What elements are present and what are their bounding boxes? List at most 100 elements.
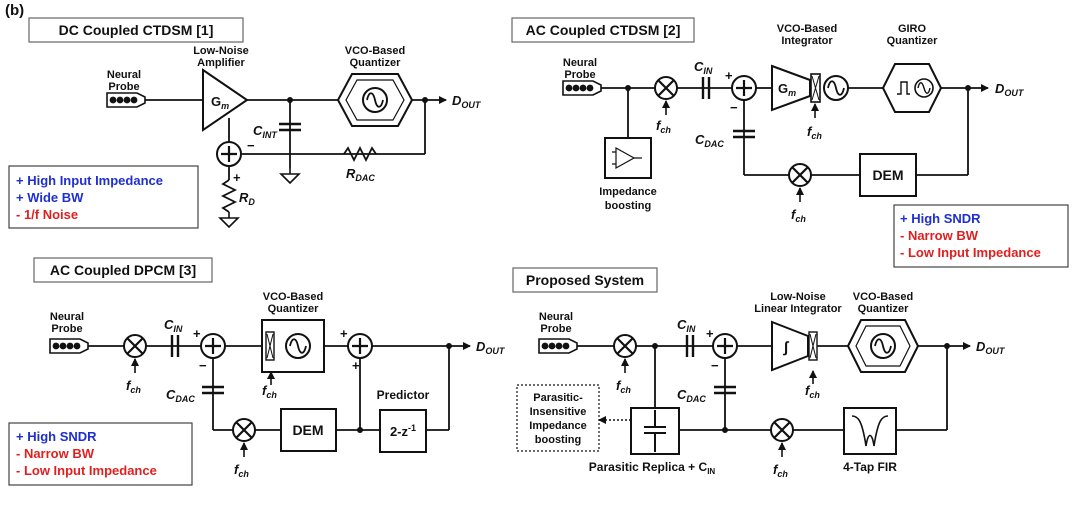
panel-1-props-box <box>8 165 199 229</box>
panel-3-sum2-plus-b: + <box>352 358 360 373</box>
panel-3-predictor-label: Predictor <box>377 388 430 402</box>
panel-2-giro-sine <box>917 82 931 94</box>
panel-4-vco-symbol <box>870 333 896 359</box>
panel-4-sum-minus: − <box>711 358 719 373</box>
panel-2-gm-amplifier <box>771 64 811 112</box>
panel-3-summer-1 <box>199 332 227 360</box>
panel-4-parasitic-line-4: boosting <box>535 434 581 446</box>
panel-4-fch-in: fch <box>616 378 631 395</box>
panel-2-sum-plus: + <box>725 68 733 83</box>
panel-4-integral-sign: ∫ <box>783 339 790 356</box>
panel-3-summer-2 <box>346 332 374 360</box>
panel-3-mixer-fb <box>231 417 257 443</box>
panel-1-prop-1: + High Input Impedance <box>16 173 163 188</box>
panel-4-integrator <box>771 320 809 372</box>
panel-4-fir: 4-Tap FIR <box>843 460 897 474</box>
panel-4-integ-label-1: Low-Noise <box>770 291 826 303</box>
panel-1-summer <box>215 140 243 168</box>
panel-1-probe-label-1: Neural <box>107 69 141 81</box>
panel-1-cint: CINT <box>253 123 278 140</box>
panel-4-title-box <box>512 267 658 293</box>
panel-2-prop-1: + High SNDR <box>900 211 981 226</box>
panel-3-mixer-in <box>122 333 148 359</box>
panel-2-probe-icon <box>562 80 602 96</box>
panel-4-replica-cap <box>644 410 666 452</box>
panel-3-prop-1: + High SNDR <box>16 429 97 444</box>
panel-3-probe-label-1: Neural <box>50 311 84 323</box>
panel-4-cin: CIN <box>677 317 696 334</box>
panel-4-mixer-in <box>612 333 638 359</box>
panel-2-integ-label-1: VCO-Based <box>777 23 838 35</box>
panel-4-parasitic-box <box>516 384 600 452</box>
panel-3-sum1-plus: + <box>193 326 201 341</box>
panel-ac-dpcm: AC Coupled DPCM [3] Neural Probe fch CIN… <box>8 257 506 486</box>
panel-1-prop-3: - 1/f Noise <box>16 207 78 222</box>
panel-1-sum-minus: − <box>247 138 255 153</box>
panel-3-dem: DEM <box>292 422 323 438</box>
panel-1-title: DC Coupled CTDSM [1] <box>59 22 214 38</box>
panel-3-fch-fb: fch <box>234 462 249 479</box>
panel-1-probe-label-2: Probe <box>108 81 139 93</box>
panel-1-amp-label-1: Low-Noise <box>193 45 249 57</box>
panel-4-fch-integ: fch <box>805 383 820 400</box>
panel-3-pred-expr: 2-z-1 <box>390 423 416 439</box>
panel-2-dout: DOUT <box>995 81 1025 98</box>
panel-4-quant-label-2: Quantizer <box>858 303 909 315</box>
panel-3-quant-vco <box>285 333 311 359</box>
panel-1-sum-plus: + <box>233 170 241 185</box>
panel-4-mixer-fb <box>769 417 795 443</box>
panel-1-rdac: RDAC <box>346 166 375 183</box>
panel-1-gm: Gm <box>211 94 229 111</box>
panel-1-quant-label-2: Quantizer <box>350 57 401 69</box>
panel-2-title-box <box>511 17 695 43</box>
panel-2-integ-switch-x <box>811 75 820 101</box>
panel-2-giro-pulse <box>897 81 910 95</box>
panel-2-imp-label-2: boosting <box>605 200 651 212</box>
panel-1-probe-icon <box>106 92 146 108</box>
panel-2-mixer-in <box>653 75 679 101</box>
panel-2-props-box <box>893 204 1069 268</box>
panel-2-sum-minus: − <box>730 100 738 115</box>
panel-3-dem-block <box>280 408 337 452</box>
panel-4-vco-quantizer-inner <box>855 325 911 367</box>
panel-1-title-box <box>28 17 244 43</box>
panel-1-rd-resistor <box>220 179 238 213</box>
panel-2-probe-label-1: Neural <box>563 57 597 69</box>
panel-1-lna-amplifier <box>202 68 249 132</box>
panel-2-title: AC Coupled CTDSM [2] <box>526 22 681 38</box>
panel-2-integ-vco <box>823 75 849 101</box>
panel-3-cdac: CDAC <box>166 387 195 404</box>
panel-2-prop-3: - Low Input Impedance <box>900 245 1041 260</box>
panel-dc-ctdsm: DC Coupled CTDSM [1] Neural Probe Low-No… <box>8 17 482 229</box>
panel-1-prop-2: + Wide BW <box>16 190 84 205</box>
panel-3-quant-label-2: Quantizer <box>268 303 319 315</box>
panel-2-fch-fb: fch <box>791 207 806 224</box>
panel-2-summer <box>730 74 758 102</box>
panel-3-fch-quant: fch <box>262 383 277 400</box>
panel-2-imp-label-1: Impedance <box>599 186 656 198</box>
figure-label: (b) <box>5 2 24 19</box>
panel-4-replica: Parasitic Replica + CIN <box>589 460 716 476</box>
panel-2-opamp-icon <box>615 146 636 170</box>
panel-3-fch-in: fch <box>126 378 141 395</box>
panel-4-integ-switch-x <box>809 333 817 359</box>
panel-4-title: Proposed System <box>526 272 644 288</box>
panel-2-gm: Gm <box>778 81 796 98</box>
panel-1-amp-label-2: Amplifier <box>197 57 245 69</box>
panel-3-predictor-block <box>379 409 427 453</box>
panel-2-probe-label-2: Probe <box>564 69 595 81</box>
panel-4-fir-block <box>843 407 897 455</box>
panel-1-ground-rd <box>219 211 239 228</box>
panel-4-parasitic-line-1: Parasitic- <box>533 392 583 404</box>
panel-4-integ-label-2: Linear Integrator <box>754 303 842 315</box>
panel-4-quant-label-1: VCO-Based <box>853 291 914 303</box>
panel-ac-ctdsm: AC Coupled CTDSM [2] Neural Probe Impeda… <box>511 17 1069 268</box>
panel-1-rdac-resistor <box>343 145 377 163</box>
panel-1-vco-symbol <box>362 87 388 113</box>
panel-3-props-box <box>8 422 193 486</box>
panel-3-sum1-minus: − <box>199 358 207 373</box>
panel-3-title-box <box>33 257 213 283</box>
panel-3-quant-label-1: VCO-Based <box>263 291 324 303</box>
panel-3-dout: DOUT <box>476 339 506 356</box>
panel-2-mixer-fb <box>787 162 813 188</box>
